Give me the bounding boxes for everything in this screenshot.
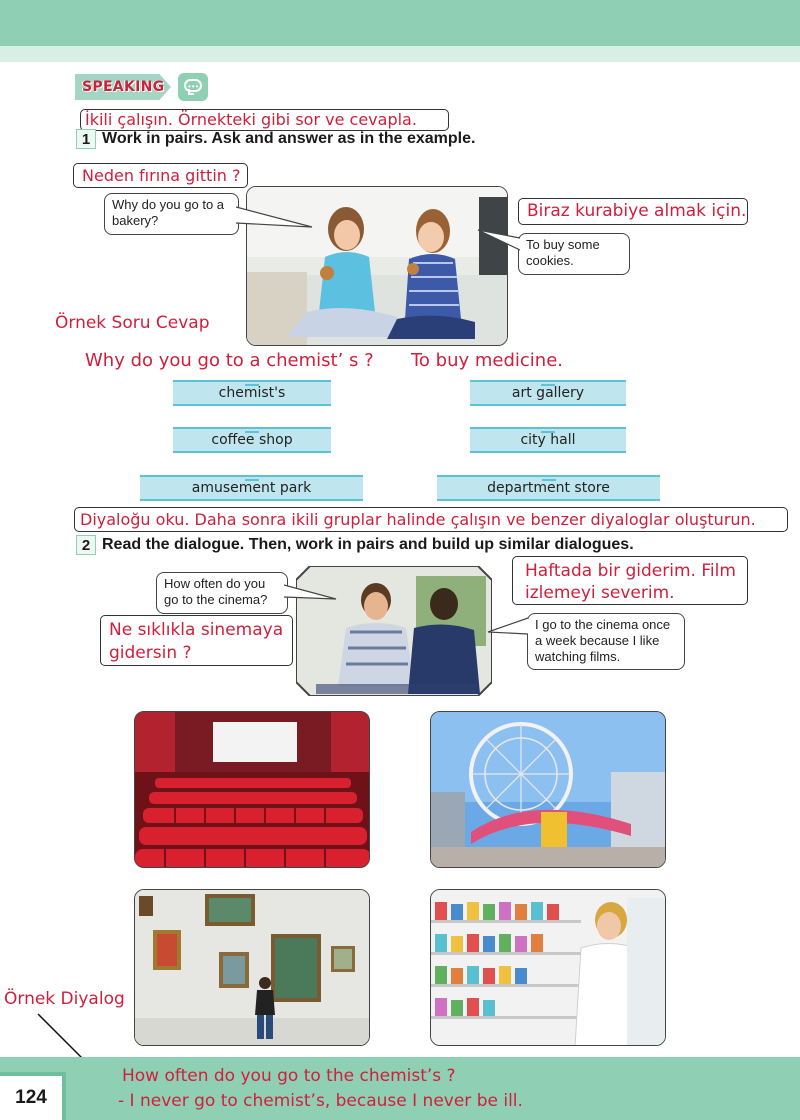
place-ribbon: department store	[437, 475, 660, 501]
ex1-instruction: Work in pairs. Ask and answer as in the …	[102, 130, 476, 147]
girls-eating-cookies-photo	[246, 186, 508, 346]
ex1-question-bubble: Why do you go to a bakery?	[104, 193, 239, 235]
place-art-gallery: art gallery	[511, 385, 585, 401]
ex1-example-answer: To buy medicine.	[411, 350, 564, 371]
ex1-example-question: Why do you go to a chemist’ s ?	[85, 350, 374, 371]
ex1-example-label: Örnek Soru Cevap	[55, 313, 210, 333]
ex1-question-en: Why do you go to a bakery?	[112, 197, 225, 228]
ex1-answer-en: To buy some cookies.	[526, 237, 600, 268]
ex2-question-en: How often do you go to the cinema?	[164, 576, 268, 607]
place-chemists: chemist's	[218, 385, 286, 401]
place-ribbon: city hall	[470, 427, 626, 453]
speaking-label: SPEAKING	[82, 79, 165, 95]
example-dialog-line1: How often do you go to the chemist’s ?	[122, 1066, 456, 1086]
ex2-question-tr: Ne sıklıkla sinemaya gidersin ?	[100, 615, 293, 666]
place-ribbon: chemist's	[173, 380, 331, 406]
example-dialog-label: Örnek Diyalog	[4, 989, 125, 1009]
ex2-answer-tr-line2: izlemeyi severim.	[525, 583, 675, 603]
place-amusement-park: amusement park	[191, 480, 312, 496]
ex2-question-tr-line1: Ne sıklıkla sinemaya	[109, 620, 284, 640]
speaking-badge: SPEAKING	[75, 74, 171, 100]
ex2-number: 2	[76, 535, 96, 555]
ex2-answer-tr-line1: Haftada bir giderim. Film	[525, 561, 736, 581]
place-ribbon: art gallery	[470, 380, 626, 406]
ex2-answer-bubble: I go to the cinema once a week because I…	[527, 613, 685, 670]
place-coffee-shop: coffee shop	[211, 432, 293, 448]
place-city-hall: city hall	[520, 432, 576, 448]
bubble-pointer-cinema-q	[284, 584, 337, 600]
ex2-instruction: Read the dialogue. Then, work in pairs a…	[102, 536, 634, 553]
ex1-answer-tr: Biraz kurabiye almak için.	[518, 198, 748, 225]
amusement-park-photo	[430, 711, 666, 868]
place-ribbon: amusement park	[140, 475, 363, 501]
top-band-light	[0, 46, 800, 62]
ex1-question-tr: Neden fırına gittin ?	[73, 163, 248, 188]
page-number: 124	[0, 1072, 66, 1120]
bubble-pointer-left	[236, 206, 313, 228]
ex2-question-bubble: How often do you go to the cinema?	[156, 572, 288, 614]
ex2-answer-tr: Haftada bir giderim. Film izlemeyi sever…	[512, 556, 748, 605]
ex2-answer-en: I go to the cinema once a week because I…	[535, 617, 671, 664]
bottom-band	[0, 1057, 800, 1120]
ex1-translation: İkili çalışın. Örnekteki gibi sor ve cev…	[80, 109, 449, 131]
ex1-number: 1	[76, 129, 96, 149]
pharmacy-photo	[430, 889, 666, 1046]
ex2-question-tr-line2: gidersin ?	[109, 643, 192, 663]
bubble-pointer-cinema-a	[487, 617, 529, 635]
speech-bubble-icon: •••	[178, 73, 208, 101]
top-band	[0, 0, 800, 46]
place-ribbon: coffee shop	[173, 427, 331, 453]
example-dialog-line2: - I never go to chemist’s, because I nev…	[118, 1091, 523, 1111]
men-talking-photo	[296, 566, 492, 696]
art-gallery-photo	[134, 889, 370, 1046]
place-department-store: department store	[487, 480, 610, 496]
bubble-pointer-right	[477, 229, 521, 251]
ex2-translation: Diyaloğu oku. Daha sonra ikili gruplar h…	[74, 507, 788, 532]
cinema-hall-photo	[134, 711, 370, 868]
ex1-answer-bubble: To buy some cookies.	[518, 233, 630, 275]
